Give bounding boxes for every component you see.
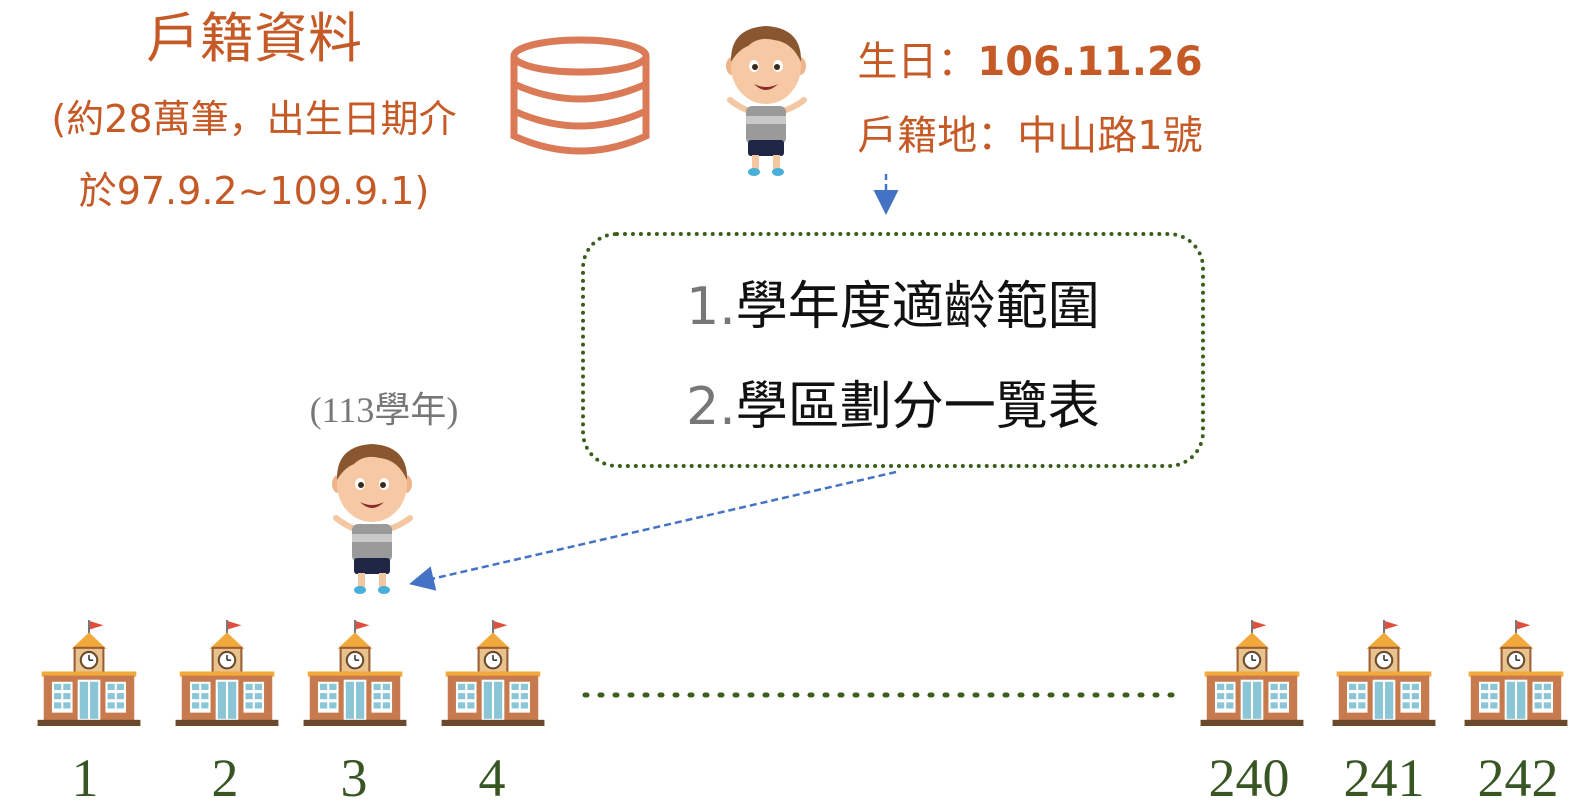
database-icon xyxy=(508,34,652,158)
registry-title: 戶籍資料 xyxy=(146,7,362,70)
birthday-value: 106.11.26 xyxy=(977,39,1203,85)
birthday-label: 生日： xyxy=(857,39,978,85)
school-building-icon xyxy=(1463,618,1569,728)
school-number: 241 xyxy=(1343,748,1425,808)
process-item-1-number: 1. xyxy=(686,277,736,337)
school-building-icon xyxy=(1331,618,1437,728)
school-number: 1 xyxy=(71,748,99,808)
address-label: 戶籍地： xyxy=(857,113,1018,159)
school-building-icon xyxy=(302,618,408,728)
process-item-2-number: 2. xyxy=(686,377,736,437)
process-item-1-text: 學年度適齡範圍 xyxy=(735,277,1100,337)
school-number: 2 xyxy=(211,748,239,808)
school-building-icon xyxy=(174,618,280,728)
address-info: 戶籍地：中山路1號 xyxy=(820,112,1240,160)
school-number: 240 xyxy=(1208,748,1290,808)
registry-note-line1: (約28萬筆，出生日期介 xyxy=(51,97,457,141)
process-item-1: 1.學年度適齡範圍 xyxy=(581,276,1205,338)
school-building-icon xyxy=(440,618,546,728)
child-icon-assigned xyxy=(324,430,424,600)
school-number: 242 xyxy=(1477,748,1559,808)
school-building-icon xyxy=(1199,618,1305,728)
school-number: 4 xyxy=(478,748,506,808)
school-year-label: (113學年) xyxy=(309,390,459,430)
school-building-icon xyxy=(36,618,142,728)
process-item-2: 2.學區劃分一覽表 xyxy=(581,376,1205,438)
registry-note-line2: 於97.9.2~109.9.1) xyxy=(78,169,430,213)
process-box xyxy=(581,232,1205,468)
arrow-to-school xyxy=(409,470,897,591)
birthday-info: 生日：106.11.26 xyxy=(820,38,1240,86)
address-value: 中山路1號 xyxy=(1017,113,1203,159)
process-item-2-text: 學區劃分一覽表 xyxy=(735,377,1100,437)
school-number: 3 xyxy=(340,748,368,808)
